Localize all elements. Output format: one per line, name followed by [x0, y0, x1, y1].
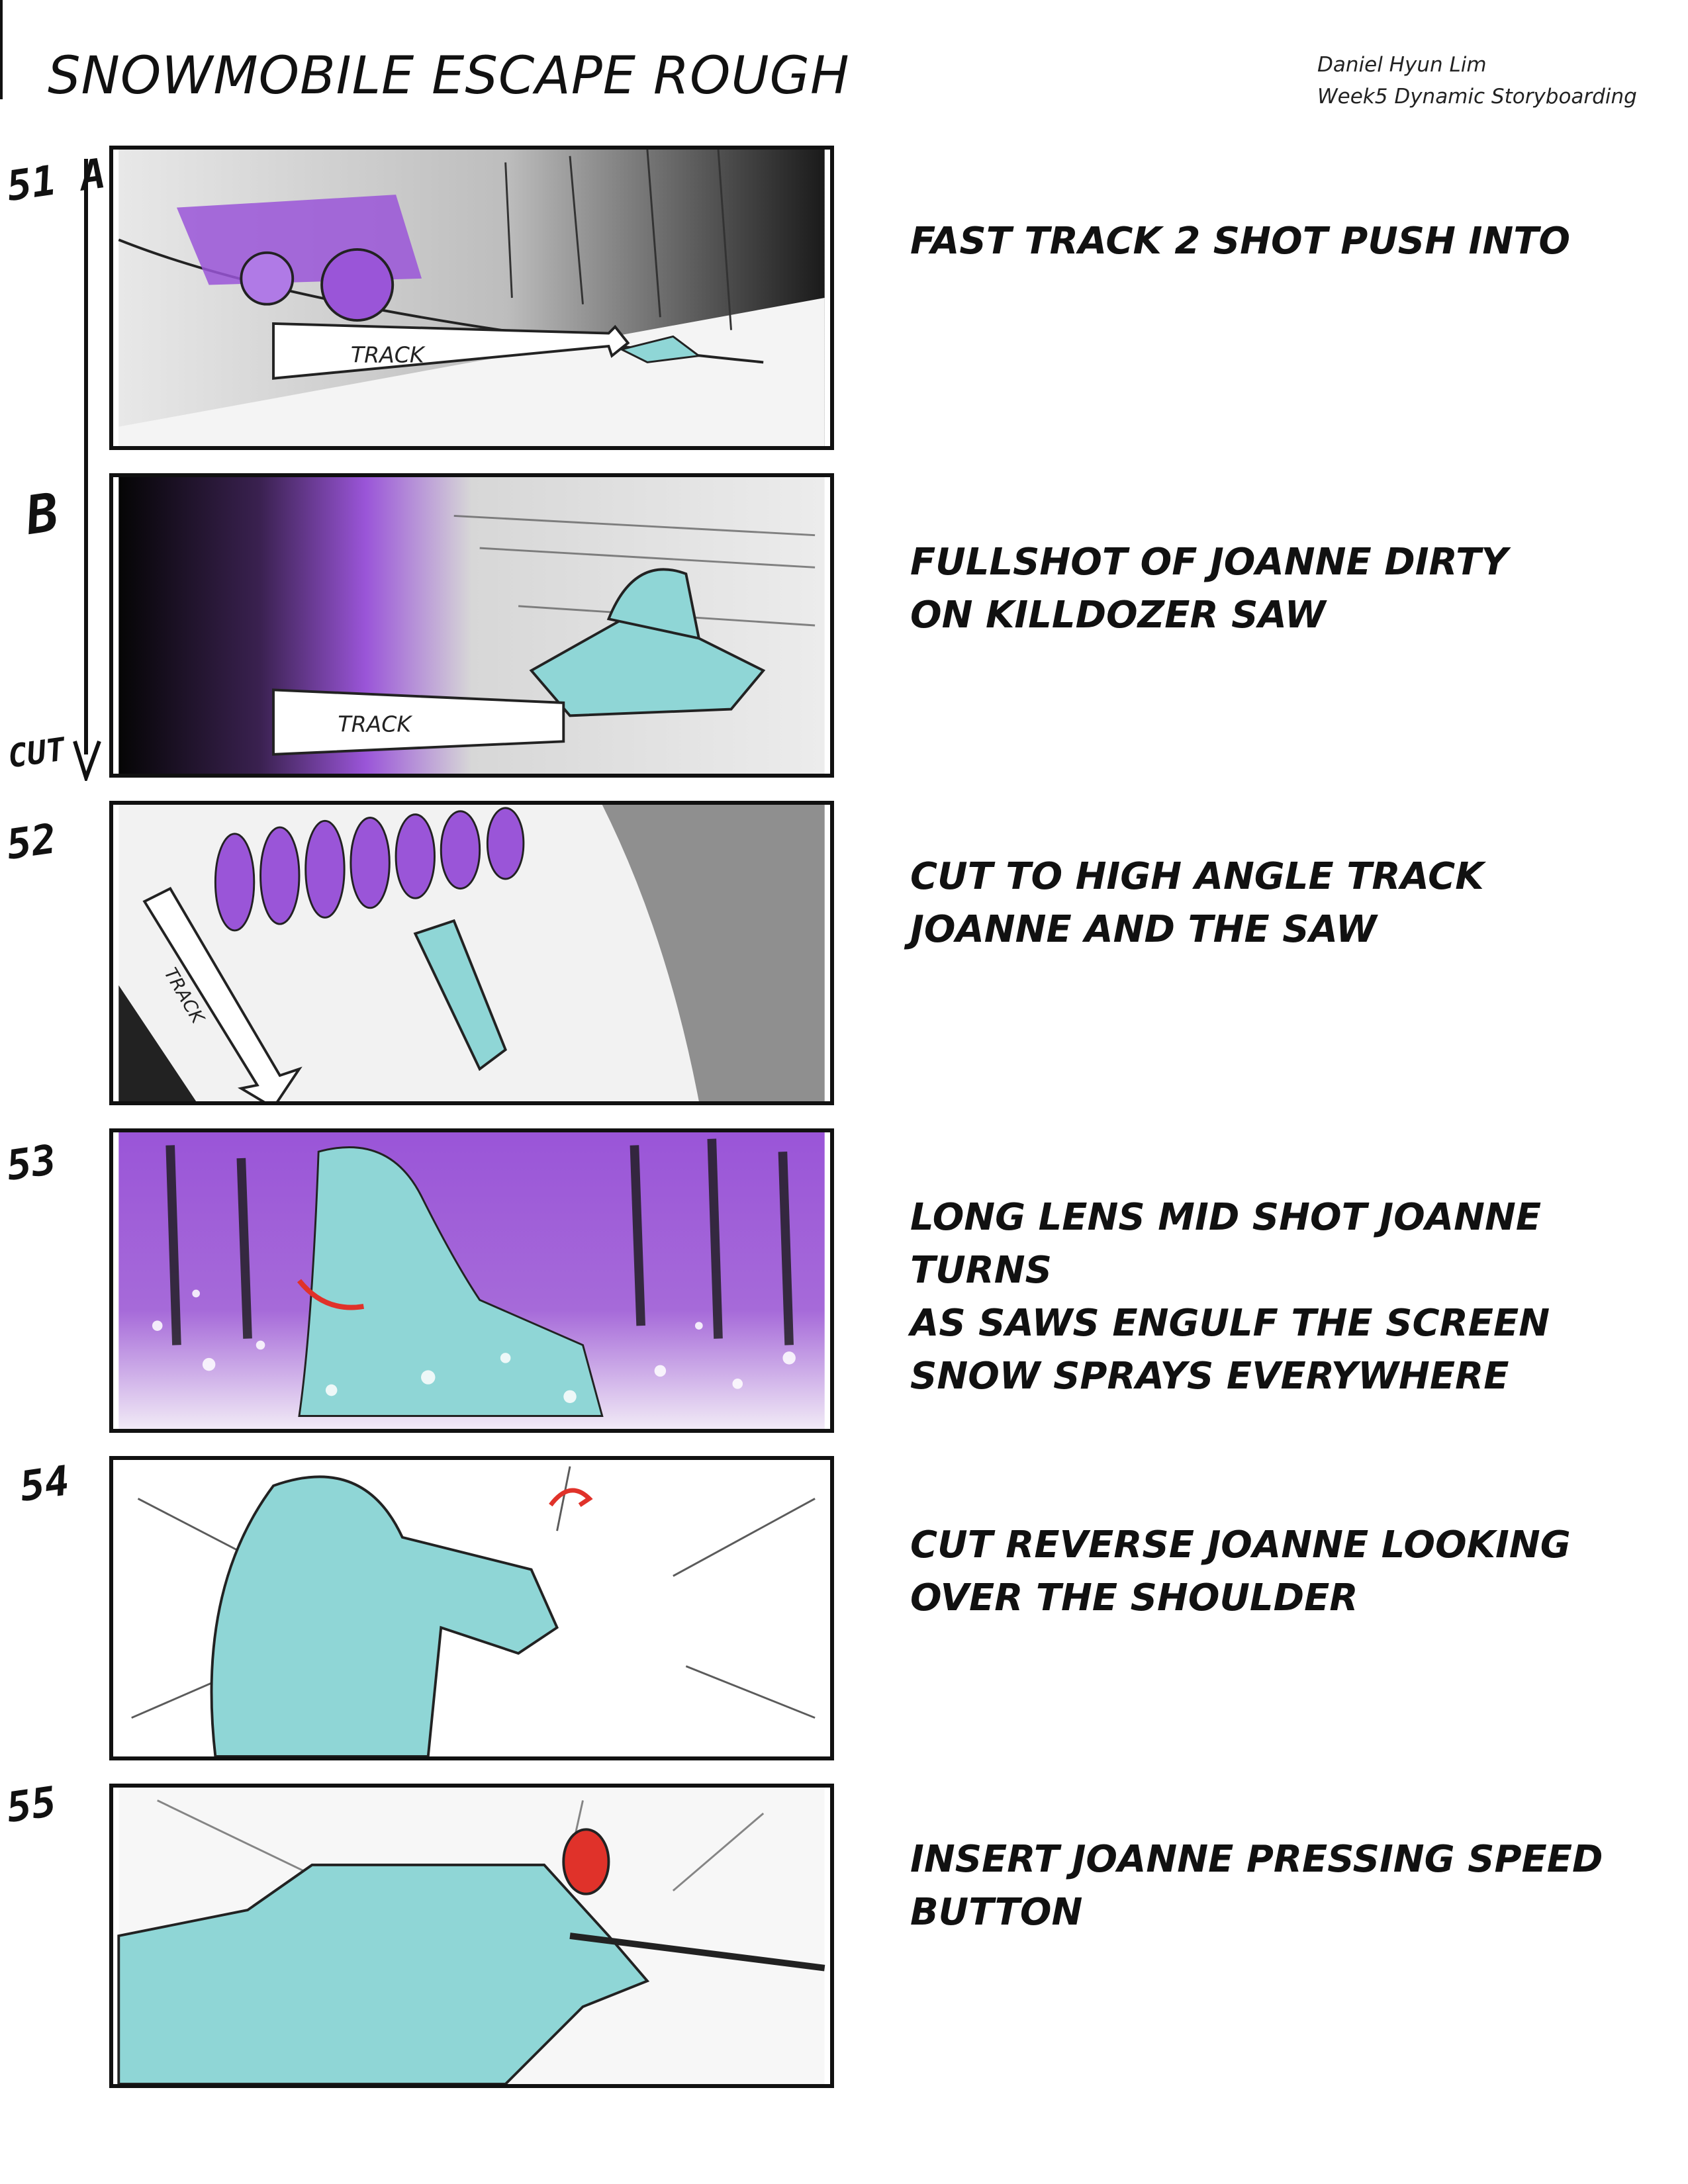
- turn-arrow: [297, 1279, 365, 1310]
- panel-1-sketch: TRACK: [118, 150, 825, 446]
- storyboard-panel-1: TRACK: [109, 146, 834, 450]
- panel-3-description: CUT TO HIGH ANGLE TRACK JOANNE AND THE S…: [910, 855, 1484, 951]
- track-arrow-label: TRACK: [351, 341, 426, 367]
- panel-5-description: CUT REVERSE JOANNE LOOKING OVER THE SHOU…: [910, 1524, 1571, 1619]
- joanne-on-snowmobile: [529, 568, 766, 717]
- scene-number-55: 55: [3, 1777, 60, 1832]
- panel-6-sketch: [117, 1788, 825, 2084]
- track-arrow: TRACK: [272, 688, 565, 756]
- author-name: Daniel Hyun Lim: [1317, 53, 1487, 77]
- joanne-over-shoulder: [210, 1475, 559, 1756]
- scene-number-54: 54: [17, 1456, 73, 1511]
- speed-button-icon: [562, 1828, 610, 1895]
- credit-block: Daniel Hyun Lim Week5 Dynamic Storyboard…: [1317, 49, 1637, 113]
- killdozer-truck: [176, 195, 422, 322]
- panel-2-description: FULLSHOT OF JOANNE DIRTY ON KILLDOZER SA…: [910, 541, 1508, 637]
- page-left-rule: [0, 0, 3, 99]
- panel-2-sketch: TRACK: [118, 477, 825, 774]
- storyboard-panel-4: [109, 1128, 834, 1433]
- storyboard-panel-5: [109, 1456, 834, 1760]
- scene-number-52: 52: [3, 814, 60, 869]
- track-span-arrow: [73, 159, 101, 781]
- saw-blades: [214, 807, 525, 932]
- snowmobile-small: [618, 335, 702, 363]
- scene-number-53: 53: [3, 1135, 60, 1190]
- track-arrow: TRACK: [272, 322, 630, 380]
- scene-number-cut: CUT: [5, 731, 68, 776]
- panel-4-description: LONG LENS MID SHOT JOANNE TURNS AS SAWS …: [910, 1196, 1550, 1398]
- page-title: SNOWMOBILE ESCAPE ROUGH: [48, 46, 850, 106]
- panel-5-sketch: [118, 1460, 825, 1756]
- storyboard-panel-3: TRACK: [109, 801, 834, 1105]
- handlebar: [569, 1933, 825, 1972]
- panel-3-sketch: TRACK: [118, 805, 825, 1101]
- panel-6-description: INSERT JOANNE PRESSING SPEED BUTTON: [910, 1838, 1603, 1934]
- storyboard-panel-6: [109, 1784, 834, 2088]
- snow-spray: [152, 1289, 796, 1404]
- panel-4-sketch: [118, 1132, 825, 1429]
- look-arrow: [549, 1488, 593, 1508]
- joanne-snowmobile: [413, 919, 507, 1071]
- storyboard-panel-2: TRACK: [109, 473, 834, 778]
- joanne-figure: [298, 1146, 604, 1417]
- track-arrow-label: TRACK: [338, 711, 412, 737]
- scene-number-b: B: [22, 481, 63, 547]
- course-name: Week5 Dynamic Storyboarding: [1317, 85, 1637, 109]
- panel-1-description: FAST TRACK 2 SHOT PUSH INTO: [910, 220, 1571, 263]
- joanne-glove: [117, 1863, 650, 2084]
